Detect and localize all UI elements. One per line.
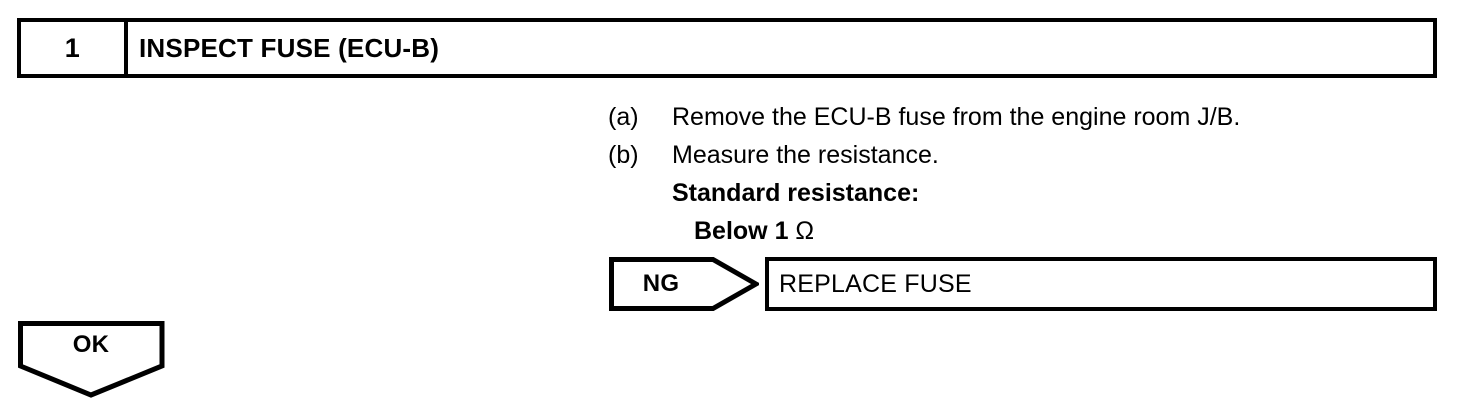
- instruction-marker: (a): [608, 103, 639, 131]
- ng-result-box: REPLACE FUSE: [765, 257, 1437, 311]
- standard-resistance-value: Below 1 Ω: [694, 212, 1438, 250]
- instruction-text: Measure the resistance.: [672, 141, 939, 169]
- ok-arrow-shape: [18, 321, 165, 398]
- ok-label: OK: [72, 331, 110, 358]
- ok-branch-arrow: OK: [18, 321, 168, 401]
- instruction-marker: (b): [608, 141, 639, 169]
- step-header-box: 1 INSPECT FUSE (ECU-B): [17, 18, 1437, 78]
- standard-resistance-label: Standard resistance:: [672, 179, 920, 207]
- ng-label: NG: [642, 270, 680, 297]
- instruction-item-a: (a) Remove the ECU-B fuse from the engin…: [608, 98, 1438, 136]
- step-title-cell: INSPECT FUSE (ECU-B): [128, 22, 1433, 74]
- ng-result-text: REPLACE FUSE: [779, 269, 972, 298]
- instruction-list: (a) Remove the ECU-B fuse from the engin…: [608, 98, 1438, 250]
- instruction-item-b: (b) Measure the resistance.: [608, 136, 1438, 174]
- ng-branch-arrow: NG: [609, 257, 759, 311]
- ng-arrow-shape: [609, 257, 759, 311]
- instruction-text: Remove the ECU-B fuse from the engine ro…: [672, 103, 1241, 131]
- resistance-number: Below 1: [694, 217, 796, 245]
- step-title: INSPECT FUSE (ECU-B): [139, 32, 440, 63]
- ohm-unit-symbol: Ω: [795, 217, 815, 245]
- step-number: 1: [64, 32, 81, 63]
- step-number-cell: 1: [21, 22, 128, 74]
